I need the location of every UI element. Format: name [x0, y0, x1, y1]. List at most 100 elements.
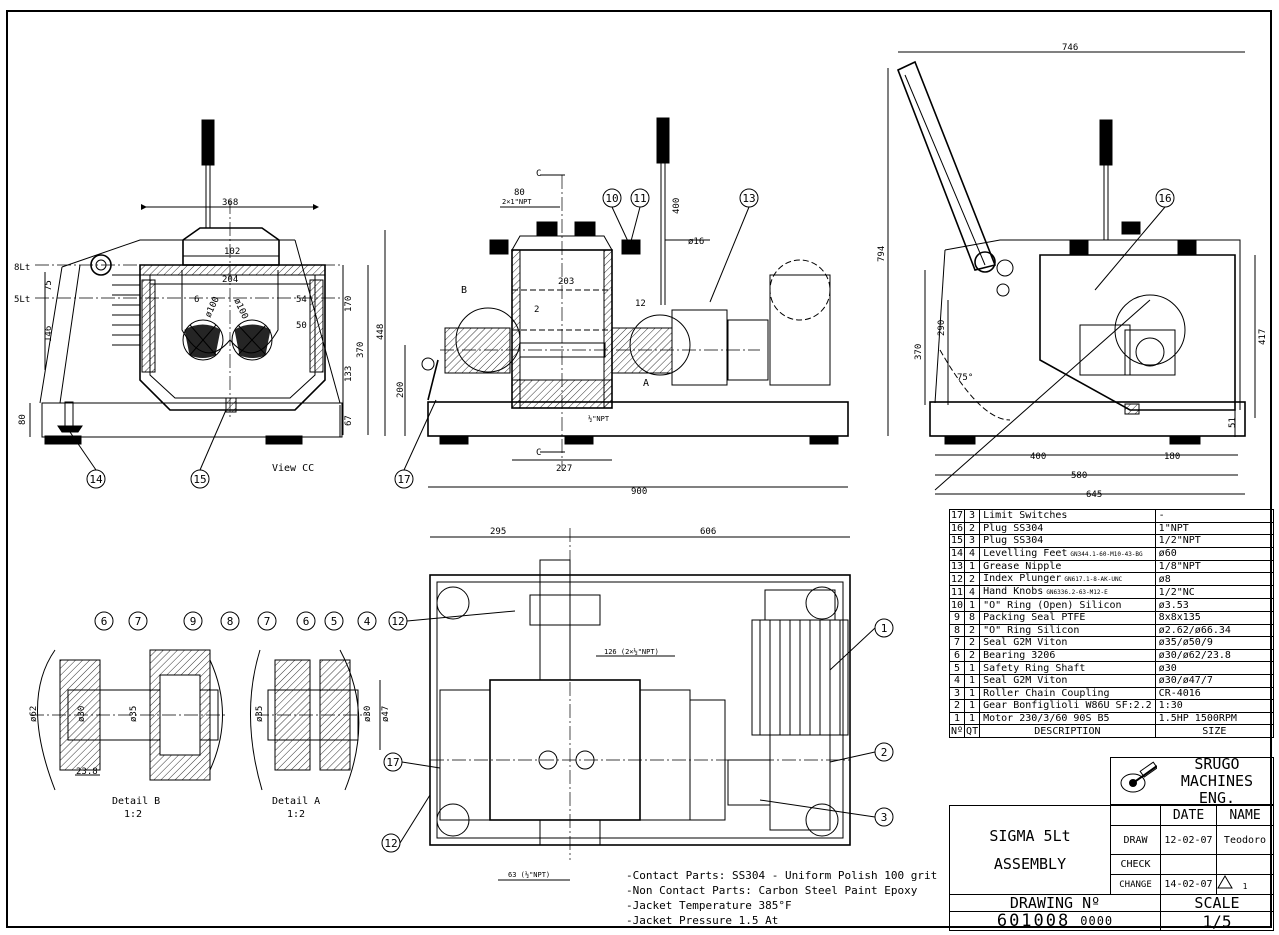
note-2: -Non Contact Parts: Carbon Steel Paint E… [626, 884, 918, 897]
top-view [429, 528, 851, 881]
bom-item-number: 4 [948, 673, 966, 688]
dim-dia35-b: ø35 [129, 706, 139, 722]
bom-size: 1:30 [1154, 699, 1275, 713]
general-notes: -Contact Parts: SS304 - Uniform Polish 1… [626, 868, 937, 928]
note-1: -Contact Parts: SS304 - Uniform Polish 1… [626, 869, 938, 882]
balloon-7-a: 7 [264, 615, 271, 628]
balloon-17-side: 17 [397, 473, 410, 486]
name-header: NAME [1216, 805, 1274, 826]
bom-item-number: 17 [948, 509, 966, 523]
balloon-17-top: 17 [386, 756, 399, 769]
revision-triangle-icon [1217, 875, 1233, 889]
balloon-9: 9 [190, 615, 197, 628]
bom-description: Safety Ring Shaft [979, 661, 1156, 675]
bom-size: 1/2"NPT [1154, 534, 1275, 548]
bom-description: Limit Switches [979, 509, 1156, 523]
balloon-10: 10 [605, 192, 618, 205]
dim-370: 370 [356, 342, 366, 358]
scale-value: 1/5 [1160, 911, 1274, 931]
bom-description-text: "O" Ring Silicon [983, 624, 1080, 636]
bom-description-text: Roller Chain Coupling [983, 687, 1110, 699]
dim-dia35-a: ø35 [255, 706, 265, 722]
dim-645: 645 [1086, 490, 1102, 500]
level-8lt: 8Lt [14, 263, 30, 273]
dim-133: 133 [344, 366, 354, 382]
revision-mark: 1 [1216, 874, 1274, 895]
bom-quantity: 1 [964, 686, 981, 701]
dim-794: 794 [877, 246, 887, 262]
detail-a-label: Detail A [272, 796, 320, 807]
side-view [384, 117, 849, 488]
bom-quantity: 1 [964, 711, 981, 726]
company-cell: SRUGO MACHINES ENG. [1110, 754, 1274, 806]
bom-description-text: Grease Nipple [983, 561, 1062, 573]
detail-b-scale: 1:2 [124, 809, 142, 820]
dim-448: 448 [376, 324, 386, 340]
bom-item-number: 10 [948, 598, 966, 612]
revision-number: 1 [1242, 882, 1248, 891]
change-label: CHANGE [1110, 874, 1161, 895]
draw-label: DRAW [1110, 825, 1161, 855]
bom-part-code: GN344.1-60-M10-43-BG [1070, 550, 1143, 558]
bom-quantity: 3 [964, 534, 981, 548]
dim-dia16: ø16 [688, 237, 704, 247]
bom-item-number: 7 [948, 636, 966, 650]
dim-75: 75 [44, 280, 54, 291]
bom-part-code: GN617.1-8-AK-UNC [1064, 576, 1123, 584]
bom-item-number: 11 [948, 585, 966, 600]
bom-header-size: SIZE [1154, 724, 1275, 738]
bom-item-number: 12 [948, 572, 966, 587]
bom-description: Packing Seal PTFE [979, 610, 1156, 625]
balloon-5: 5 [331, 615, 338, 628]
bom-size: ø2.62/ø66.34 [1154, 623, 1275, 638]
balloon-15: 15 [193, 473, 206, 486]
balloons [69, 188, 1175, 853]
dim-dia62: ø62 [29, 706, 39, 722]
dim-200: 200 [396, 382, 406, 398]
level-5lt: 5Lt [14, 295, 30, 305]
bom-item-number: 15 [948, 534, 966, 548]
end-view [887, 51, 1256, 495]
bom-quantity: 1 [964, 699, 981, 713]
dim-290: 290 [937, 320, 947, 336]
balloon-1: 1 [881, 622, 888, 635]
mark-a: A [643, 378, 649, 389]
dim-368: 368 [222, 198, 238, 208]
bom-quantity: 1 [964, 661, 981, 675]
balloon-16: 16 [1158, 192, 1171, 205]
balloon-numbers: 14 15 17 10 11 13 16 6 7 9 8 7 6 5 4 12 … [89, 192, 1171, 850]
bom-size: 1/2"NC [1154, 585, 1275, 600]
dim-50: 50 [296, 321, 307, 331]
dim-80: 80 [18, 414, 28, 425]
dim-227: 227 [556, 464, 572, 474]
bom-description: Bearing 3206 [979, 648, 1156, 663]
bom-size: 1/8"NPT [1154, 559, 1275, 574]
detail-b [30, 649, 225, 791]
bom-description: Grease Nipple [979, 559, 1156, 574]
section-c-bottom: C [536, 448, 541, 458]
mark-b: B [461, 285, 467, 296]
dim-746: 746 [1062, 43, 1078, 53]
bom-size: ø60 [1154, 546, 1275, 561]
dim-67: 67 [344, 415, 354, 426]
bom-description: Gear Bonfiglioli W86U SF:2.2 [979, 699, 1156, 713]
bom-description: Plug SS304 [979, 534, 1156, 548]
bom-description: "O" Ring (Open) Silicon [979, 598, 1156, 612]
dim-606: 606 [700, 527, 716, 537]
company-logo-icon [1120, 761, 1157, 793]
bom-header-q: QT [964, 724, 981, 738]
bom-quantity: 8 [964, 610, 981, 625]
dim-51: 51 [1228, 417, 1238, 428]
bom-description-text: Gear Bonfiglioli W86U SF:2.2 [983, 700, 1152, 712]
balloon-14: 14 [89, 473, 103, 486]
bom-size: 8x8x135 [1154, 610, 1275, 625]
company-name: SRUGO [1194, 754, 1240, 773]
